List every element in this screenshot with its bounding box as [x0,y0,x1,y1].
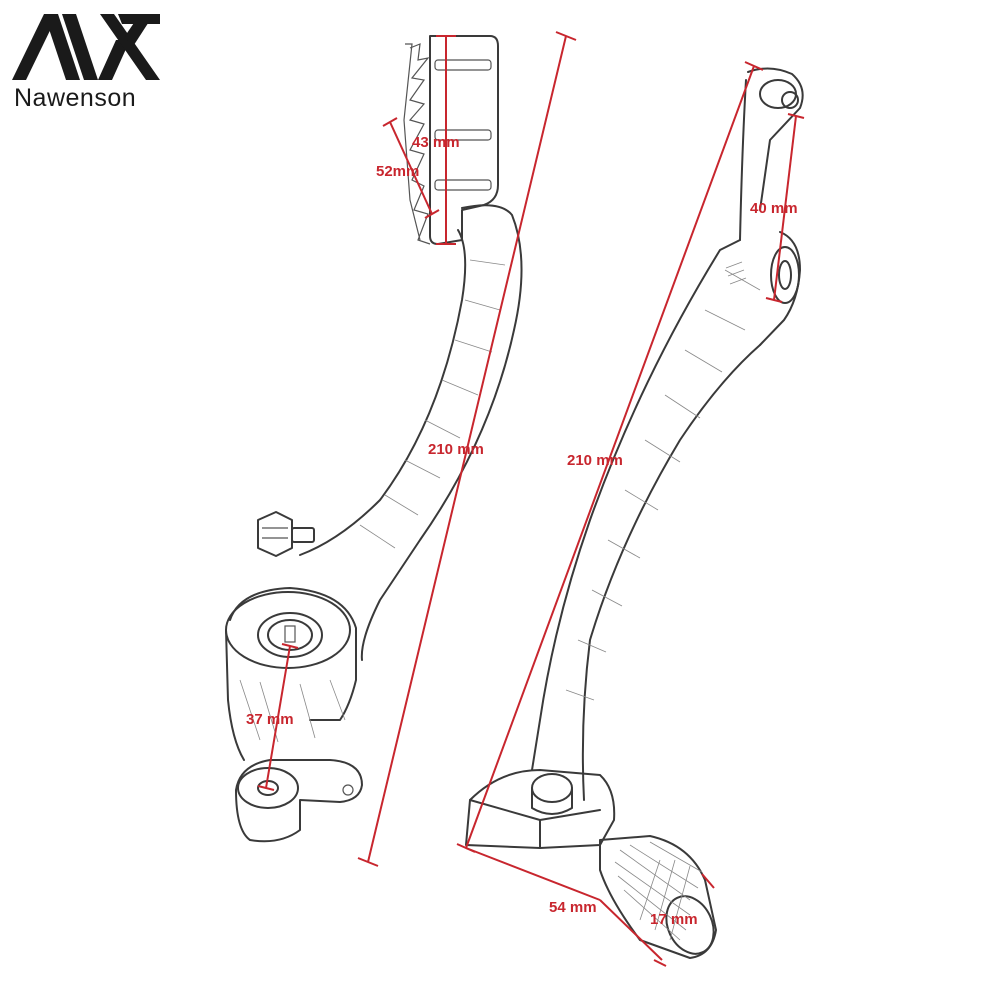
brand-name: Nawenson [14,84,137,112]
dim-label-right-bottom-length: 54 mm [549,899,597,916]
dim-label-left-length: 210 mm [428,441,484,458]
right-shift-lever-drawing [465,67,804,959]
dim-label-left-bottom: 37 mm [246,711,294,728]
dim-label-right-length: 210 mm [567,452,623,469]
dimension-lines [257,31,805,967]
dim-label-right-tip: 17 mm [650,911,698,928]
dim-label-left-top-height: 43 mm [412,134,460,151]
dim-label-right-top: 40 mm [750,200,798,217]
dim-label-left-top-width: 52mm [376,163,419,180]
brand-logo-icon [12,14,160,80]
